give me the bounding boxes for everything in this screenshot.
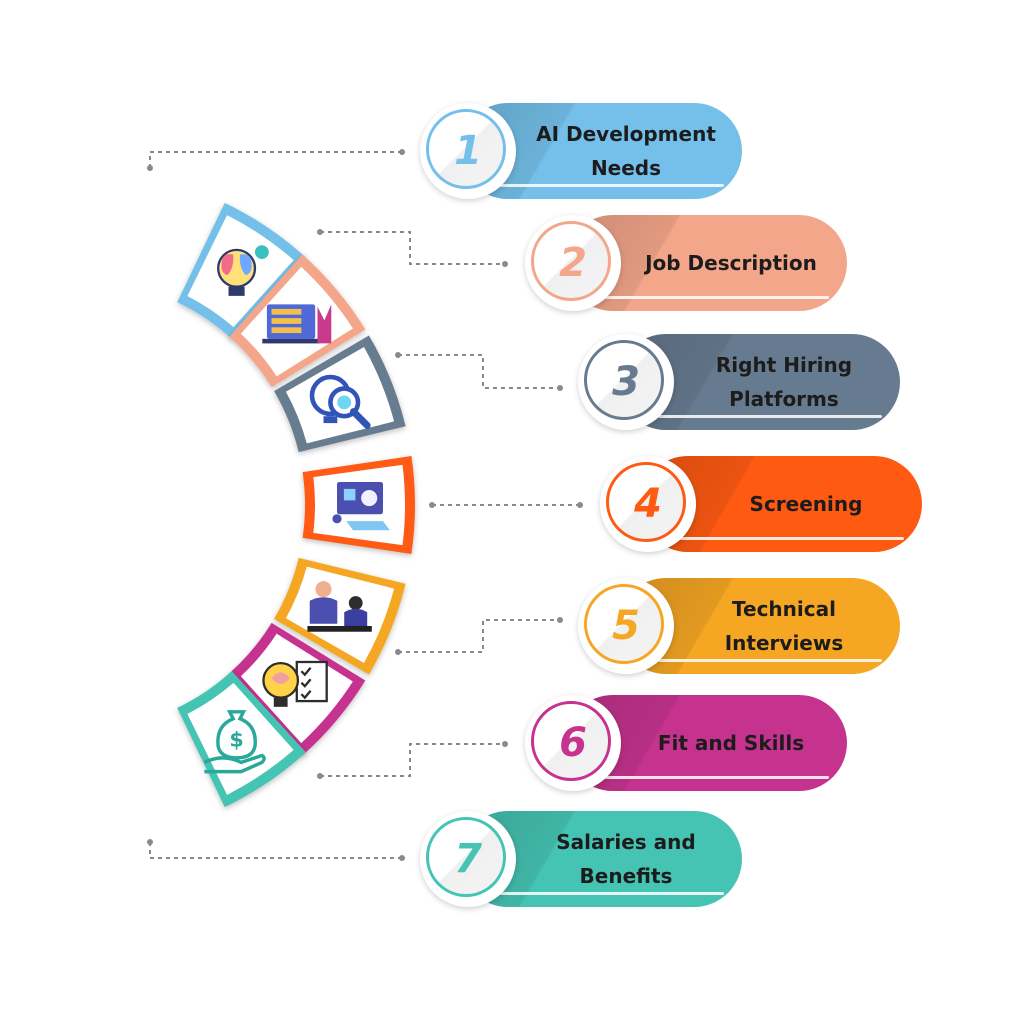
step-number-badge: 5 bbox=[578, 578, 674, 674]
step-label: Salaries and Benefits bbox=[556, 830, 696, 888]
step-label: Job Description bbox=[645, 251, 817, 275]
connector-line-3 bbox=[395, 352, 563, 391]
step-number-badge: 7 bbox=[420, 811, 516, 907]
step-label: Technical Interviews bbox=[724, 597, 844, 655]
connector-line-2 bbox=[317, 229, 508, 267]
step-number: 5 bbox=[612, 603, 640, 649]
step-number: 1 bbox=[454, 128, 482, 174]
step-pill-3: 3 Right Hiring Platforms bbox=[578, 334, 900, 430]
step-label: Fit and Skills bbox=[657, 731, 805, 755]
step-number-badge: 3 bbox=[578, 334, 674, 430]
step-pill-2: 2 Job Description bbox=[525, 215, 847, 311]
connector-line-7 bbox=[147, 839, 405, 861]
step-number: 4 bbox=[634, 481, 662, 527]
arc-panel-1 bbox=[177, 202, 306, 339]
step-number: 2 bbox=[559, 240, 587, 286]
connector-line-4 bbox=[429, 502, 583, 508]
step-pill-5: 5 Technical Interviews bbox=[578, 578, 900, 674]
step-number-badge: 1 bbox=[420, 103, 516, 199]
computer-screening-icon bbox=[332, 482, 390, 531]
brain-lightbulb-icon bbox=[217, 245, 269, 296]
step-pill-1: 1 AI Development Needs bbox=[420, 103, 742, 199]
laptop-document-icon bbox=[262, 304, 332, 344]
arc-panel-6 bbox=[229, 622, 366, 756]
step-number-badge: 6 bbox=[525, 695, 621, 791]
step-number: 6 bbox=[559, 720, 587, 766]
arc-panel-7: $ bbox=[177, 671, 306, 808]
step-number: 3 bbox=[612, 359, 640, 405]
connector-line-6 bbox=[317, 741, 508, 779]
arc-panel-5 bbox=[274, 557, 406, 675]
arc-panel-2 bbox=[229, 254, 366, 388]
step-number: 7 bbox=[454, 836, 482, 882]
step-pill-4: 4 Screening bbox=[600, 456, 922, 552]
connector-line-1 bbox=[147, 149, 405, 171]
step-label: Screening bbox=[749, 492, 863, 516]
interview-meeting-icon bbox=[307, 581, 372, 632]
step-label: AI Development Needs bbox=[536, 122, 716, 180]
brain-checklist-icon bbox=[262, 660, 328, 707]
step-number-badge: 2 bbox=[525, 215, 621, 311]
step-number-badge: 4 bbox=[600, 456, 696, 552]
step-pill-7: 7 Salaries and Benefits bbox=[420, 811, 742, 907]
svg-text:$: $ bbox=[229, 727, 243, 751]
search-gear-lightbulb-icon bbox=[309, 374, 371, 429]
connector-line-5 bbox=[395, 617, 563, 655]
step-label: Right Hiring Platforms bbox=[715, 353, 853, 411]
money-bag-hand-icon: $ bbox=[203, 710, 266, 774]
arc-panel-3 bbox=[274, 335, 406, 453]
step-pill-6: 6 Fit and Skills bbox=[525, 695, 847, 791]
arc-panel-4 bbox=[302, 456, 415, 554]
